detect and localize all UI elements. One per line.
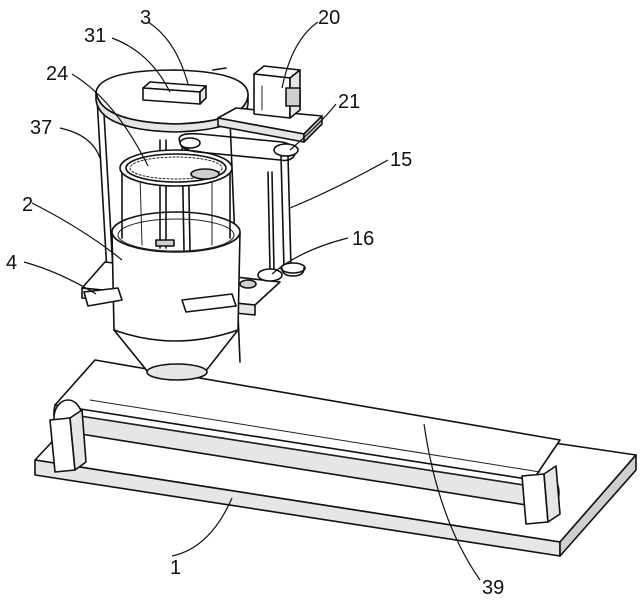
label-16: 16 xyxy=(352,228,374,250)
label-20: 20 xyxy=(318,7,340,29)
label-4: 4 xyxy=(6,252,17,274)
label-31: 31 xyxy=(84,25,106,47)
ring-gear xyxy=(119,149,233,187)
label-24: 24 xyxy=(46,63,68,85)
label-37: 37 xyxy=(30,117,52,139)
motor-arm-plate xyxy=(217,107,323,143)
hopper xyxy=(83,211,241,381)
label-1: 1 xyxy=(170,557,181,579)
motor xyxy=(253,65,301,119)
label-3: 3 xyxy=(140,7,151,29)
leader-lines xyxy=(23,21,481,581)
drive-shaft xyxy=(267,155,292,271)
lower-pulley xyxy=(239,262,306,289)
conveyor-belt xyxy=(49,359,561,525)
cover-block xyxy=(142,81,207,105)
label-39: 39 xyxy=(482,577,504,599)
label-15: 15 xyxy=(390,149,412,171)
label-2: 2 xyxy=(22,194,33,216)
belt-drive xyxy=(178,132,299,162)
label-21: 21 xyxy=(338,91,360,113)
